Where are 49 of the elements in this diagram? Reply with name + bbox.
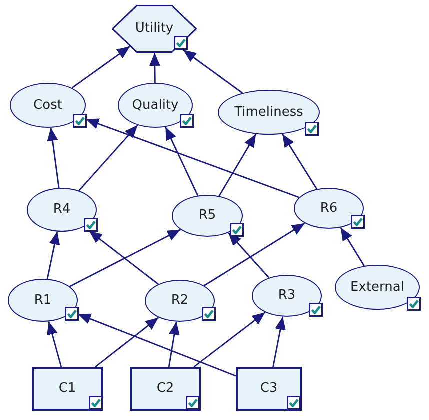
node-label: Utility (135, 21, 174, 37)
ellipse-node (172, 195, 243, 237)
arrow (228, 232, 270, 278)
arrow (78, 124, 138, 192)
arrow (165, 126, 199, 196)
node-label: R6 (320, 200, 338, 216)
arrow (282, 134, 318, 190)
node-label: External (350, 280, 404, 296)
node-label: C2 (156, 381, 174, 397)
ellipse-node (335, 265, 420, 310)
node-label: Timeliness (234, 104, 304, 120)
ellipse-node (252, 275, 322, 317)
rectangle-node (236, 367, 302, 411)
arrow (95, 317, 160, 368)
node-label: R4 (53, 202, 71, 218)
arrow (47, 322, 62, 368)
node-label: R1 (34, 292, 52, 308)
node-label: Cost (34, 98, 62, 114)
ellipse-node (10, 83, 86, 128)
node-label: C1 (58, 381, 76, 397)
node-label: R5 (198, 208, 216, 224)
rectangle-node (32, 367, 103, 411)
arrow (340, 227, 365, 266)
node-label: C3 (260, 381, 278, 397)
rectangle-node (130, 367, 201, 411)
arrow (204, 222, 306, 286)
node-label: Quality (132, 98, 179, 114)
node-label: R3 (278, 288, 296, 304)
arrow (149, 53, 160, 83)
ellipse-node (8, 279, 78, 322)
arrow (78, 314, 236, 377)
arrow (194, 312, 266, 368)
arrow (69, 229, 182, 288)
hexagon-node (112, 5, 197, 53)
ellipse-node (118, 83, 193, 128)
arrow (46, 232, 60, 280)
arrow (72, 46, 131, 89)
ellipse-node (145, 280, 215, 322)
arrow (88, 230, 159, 285)
arrow (168, 322, 180, 368)
arrow (272, 316, 286, 368)
arrow (218, 134, 257, 197)
ellipse-node (218, 90, 320, 135)
arrow (47, 128, 60, 188)
arrow (86, 118, 300, 198)
arrow (182, 49, 244, 94)
ellipse-node (27, 188, 97, 232)
ellipse-node (294, 188, 364, 229)
node-label: R2 (171, 293, 189, 309)
